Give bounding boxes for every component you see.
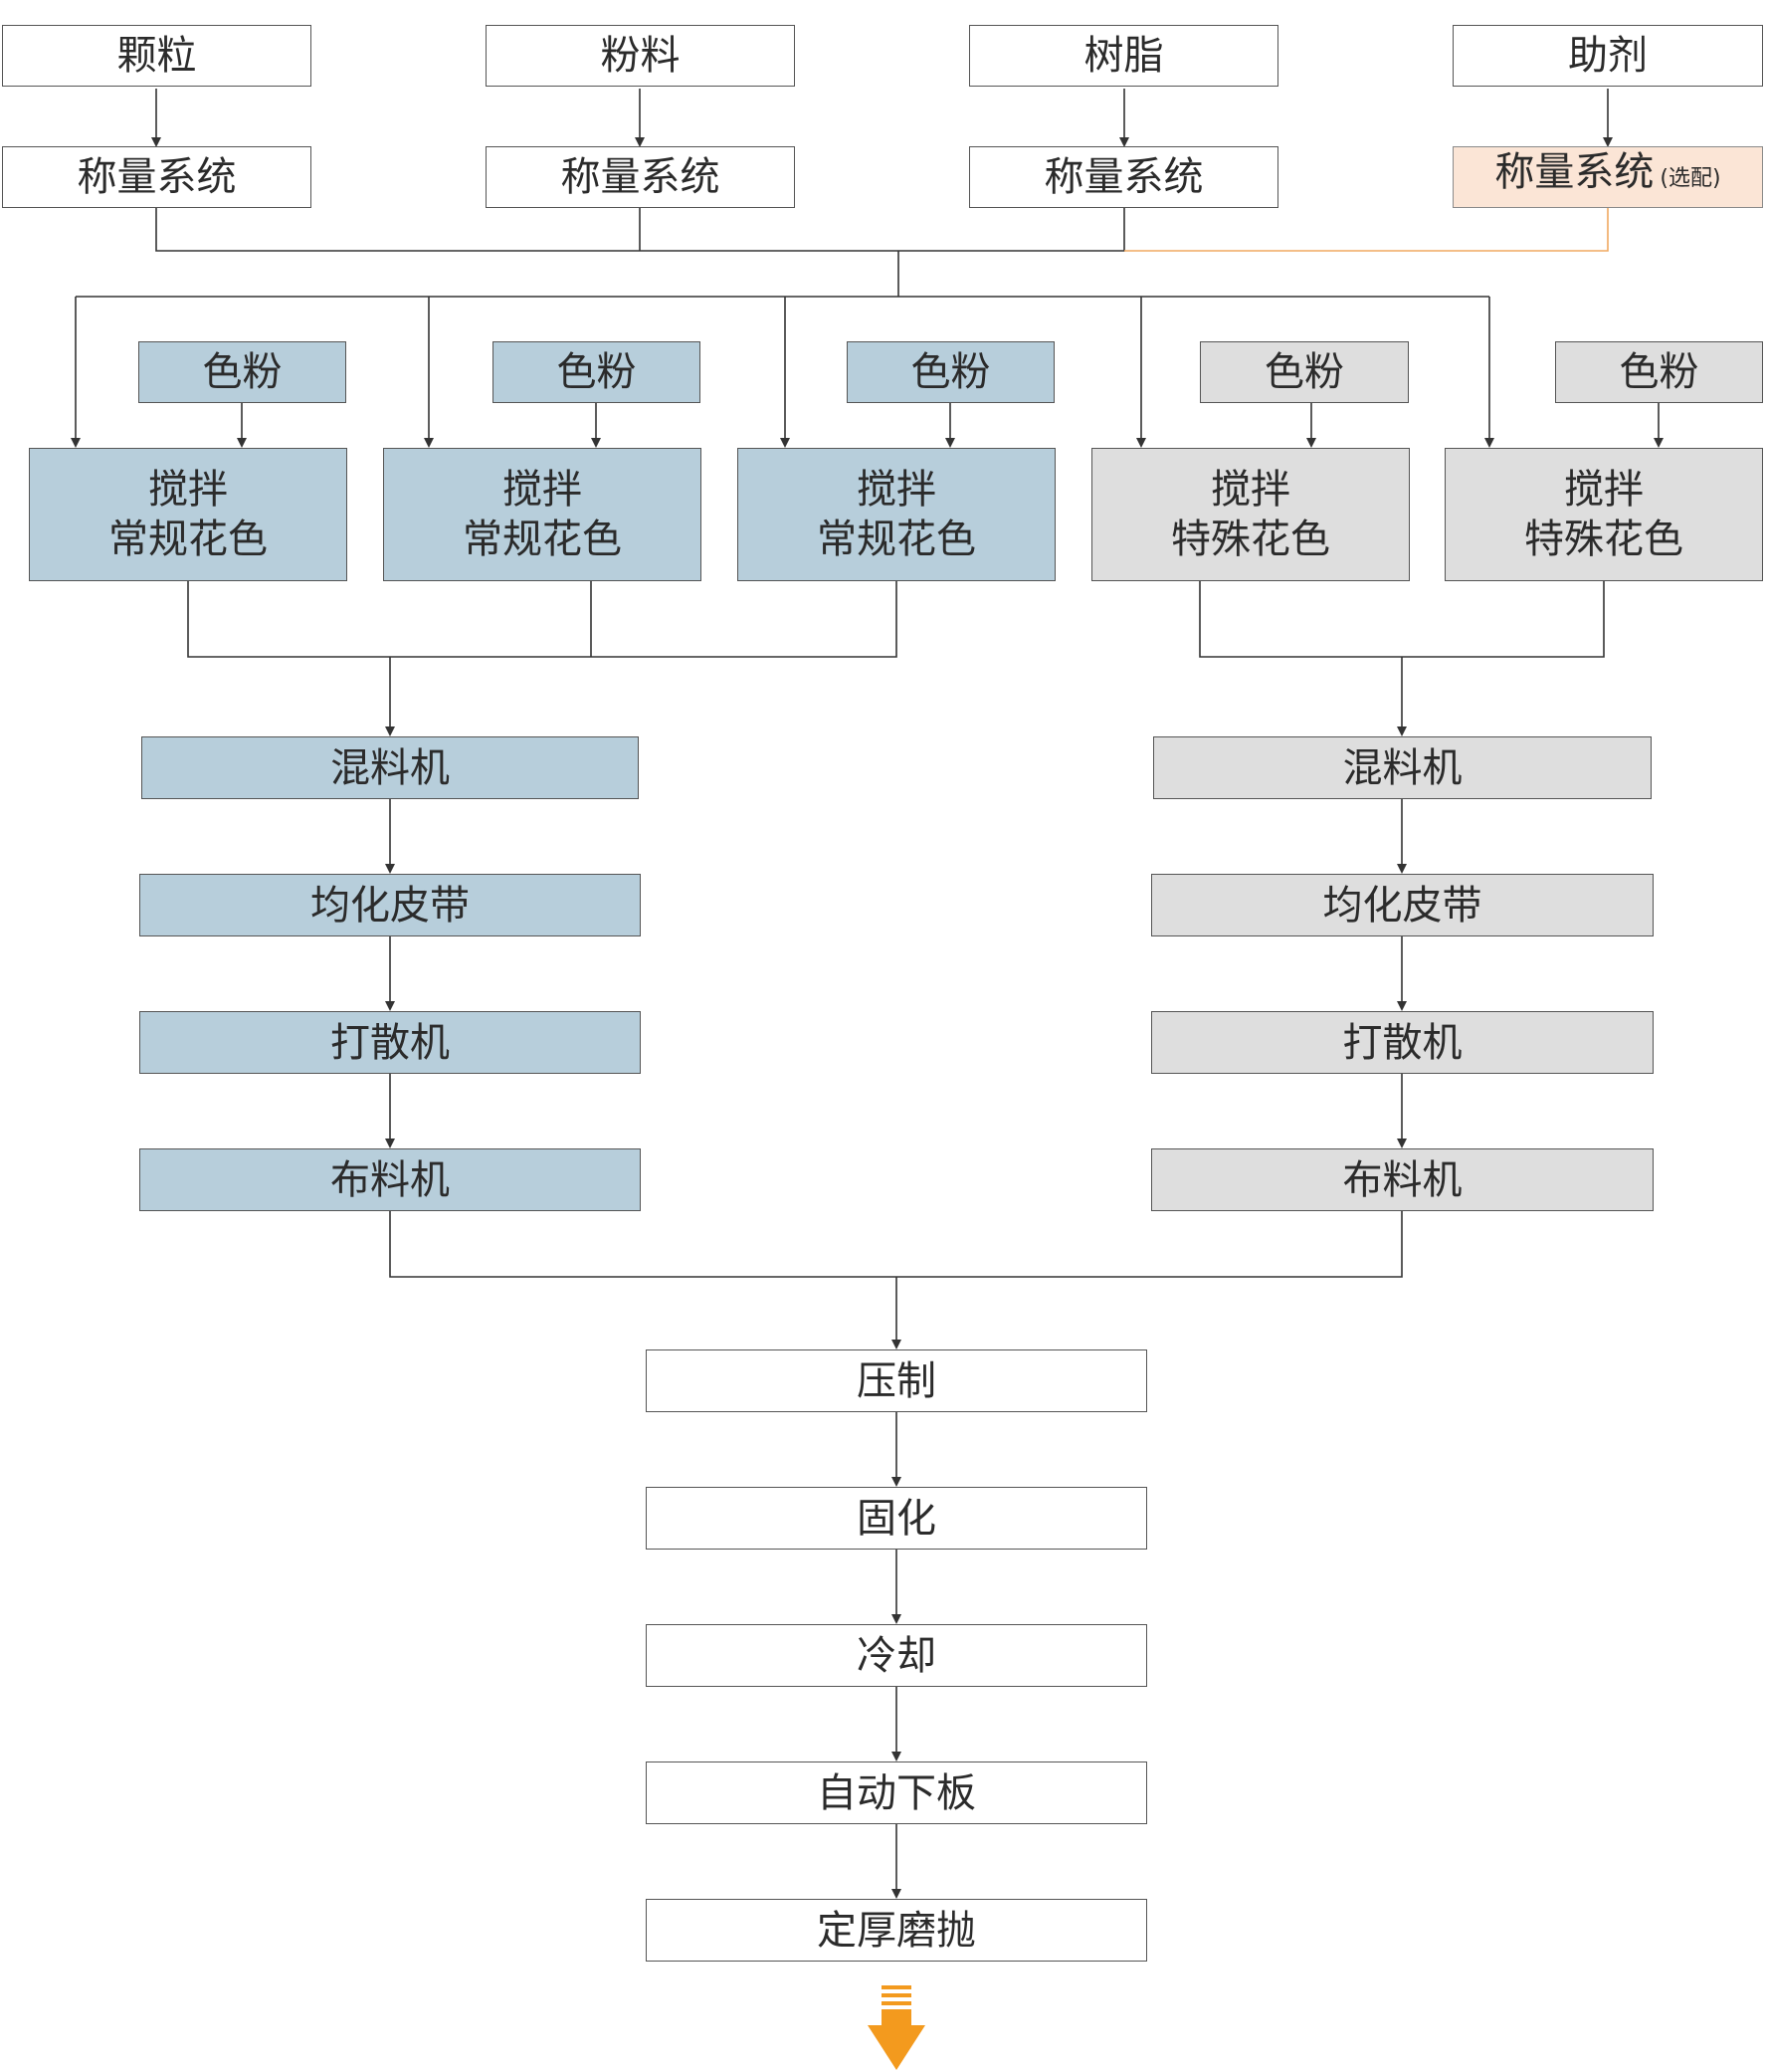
pigment-box: 色粉 bbox=[1555, 341, 1763, 403]
material-label: 树脂 bbox=[1083, 33, 1164, 79]
weigh-system-optional-box: 称量系统(选配) bbox=[1453, 146, 1763, 208]
left-step-box: 混料机 bbox=[141, 736, 639, 799]
weigh-label: 称量系统 bbox=[77, 154, 237, 200]
final-step-box: 冷却 bbox=[646, 1624, 1147, 1687]
mixer-line1: 搅拌 bbox=[1564, 467, 1644, 513]
right-step-box: 布料机 bbox=[1151, 1148, 1654, 1211]
pigment-label: 色粉 bbox=[202, 349, 283, 395]
right-step-box: 混料机 bbox=[1153, 736, 1652, 799]
weigh-system-box: 称量系统 bbox=[486, 146, 795, 208]
final-step-box: 固化 bbox=[646, 1487, 1147, 1550]
step-label: 压制 bbox=[857, 1357, 936, 1404]
weigh-system-box: 称量系统 bbox=[969, 146, 1278, 208]
mixer-line1: 搅拌 bbox=[148, 467, 228, 513]
weigh-label: 称量系统 bbox=[1494, 149, 1655, 195]
step-label: 冷却 bbox=[857, 1632, 936, 1679]
mixer-box: 搅拌特殊花色 bbox=[1091, 448, 1410, 581]
weigh-label: 称量系统 bbox=[1044, 154, 1204, 200]
pigment-box: 色粉 bbox=[138, 341, 346, 403]
final-step-box: 定厚磨抛 bbox=[646, 1899, 1147, 1962]
step-label: 打散机 bbox=[330, 1019, 450, 1066]
mixer-box: 搅拌常规花色 bbox=[737, 448, 1056, 581]
step-label: 均化皮带 bbox=[310, 882, 470, 929]
material-label: 颗粒 bbox=[116, 33, 197, 79]
pigment-box: 色粉 bbox=[847, 341, 1055, 403]
material-box: 颗粒 bbox=[2, 25, 311, 87]
weigh-system-box: 称量系统 bbox=[2, 146, 311, 208]
mixer-line1: 搅拌 bbox=[857, 467, 936, 513]
pigment-label: 色粉 bbox=[910, 349, 991, 395]
material-box: 粉料 bbox=[486, 25, 795, 87]
pigment-box: 色粉 bbox=[1200, 341, 1409, 403]
mixer-line1: 搅拌 bbox=[502, 467, 582, 513]
material-label: 粉料 bbox=[600, 33, 681, 79]
pigment-label: 色粉 bbox=[1619, 349, 1699, 395]
down-arrow-icon bbox=[868, 1985, 925, 2070]
left-step-box: 打散机 bbox=[139, 1011, 641, 1074]
mixer-box: 搅拌特殊花色 bbox=[1445, 448, 1763, 581]
mixer-line2: 常规花色 bbox=[817, 517, 976, 562]
pigment-box: 色粉 bbox=[492, 341, 700, 403]
pigment-label: 色粉 bbox=[1265, 349, 1344, 395]
mixer-line2: 特殊花色 bbox=[1171, 517, 1330, 562]
mixer-line2: 特殊花色 bbox=[1524, 517, 1683, 562]
optional-note: (选配) bbox=[1660, 166, 1721, 191]
step-label: 固化 bbox=[857, 1495, 936, 1542]
left-step-box: 布料机 bbox=[139, 1148, 641, 1211]
mixer-box: 搅拌常规花色 bbox=[383, 448, 701, 581]
step-label: 布料机 bbox=[1342, 1156, 1463, 1203]
material-box: 树脂 bbox=[969, 25, 1278, 87]
step-label: 自动下板 bbox=[817, 1769, 976, 1816]
pigment-label: 色粉 bbox=[556, 349, 637, 395]
mixer-line2: 常规花色 bbox=[463, 517, 622, 562]
step-label: 定厚磨抛 bbox=[817, 1907, 976, 1954]
left-step-box: 均化皮带 bbox=[139, 874, 641, 936]
mixer-line2: 常规花色 bbox=[108, 517, 268, 562]
mixer-box: 搅拌常规花色 bbox=[29, 448, 347, 581]
weigh-label: 称量系统 bbox=[560, 154, 720, 200]
mixer-line1: 搅拌 bbox=[1211, 467, 1290, 513]
step-label: 布料机 bbox=[330, 1156, 450, 1203]
material-label: 助剂 bbox=[1568, 33, 1648, 79]
right-step-box: 打散机 bbox=[1151, 1011, 1654, 1074]
step-label: 打散机 bbox=[1342, 1019, 1463, 1066]
step-label: 混料机 bbox=[1342, 744, 1463, 791]
final-step-box: 自动下板 bbox=[646, 1761, 1147, 1824]
material-box: 助剂 bbox=[1453, 25, 1763, 87]
final-step-box: 压制 bbox=[646, 1349, 1147, 1412]
step-label: 均化皮带 bbox=[1322, 882, 1482, 929]
right-step-box: 均化皮带 bbox=[1151, 874, 1654, 936]
step-label: 混料机 bbox=[330, 744, 450, 791]
